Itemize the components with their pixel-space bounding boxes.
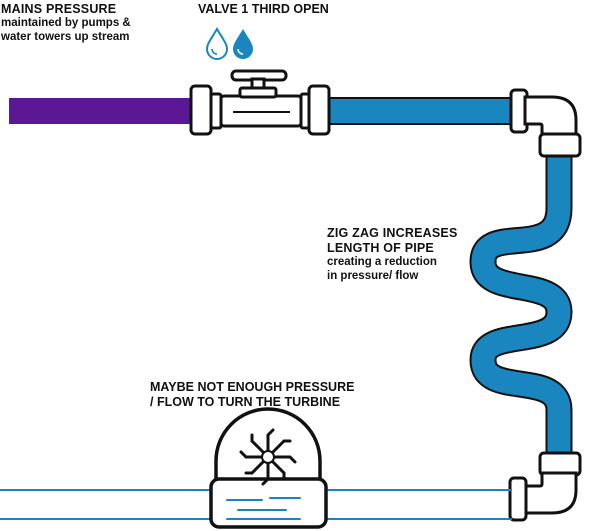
turbine-line2: / FLOW TO TURN THE TURBINE <box>150 395 341 409</box>
zigzag-title2: LENGTH OF PIPE <box>327 241 434 255</box>
zigzag-line1: creating a reduction <box>327 256 437 268</box>
turbine-wheel-icon <box>239 428 297 486</box>
mains-pressure-label: MAINS PRESSURE maintained by pumps & wat… <box>1 2 201 45</box>
outlet-pipe-horizontal <box>321 97 519 125</box>
valve-label: VALVE 1 THIRD OPEN <box>198 2 329 16</box>
zigzag-line2: in pressure/ flow <box>327 269 419 282</box>
mains-title: MAINS PRESSURE <box>1 2 117 16</box>
zigzag-pipe <box>471 152 571 460</box>
valve <box>189 69 331 136</box>
mains-pipe <box>9 98 194 124</box>
mains-line1: maintained by pumps & <box>1 17 131 29</box>
turbine <box>209 407 328 529</box>
top-elbow-fitting <box>509 88 582 158</box>
mains-line2: water towers up stream <box>1 30 130 43</box>
bottom-elbow-fitting <box>508 451 582 522</box>
turbine-line1: MAYBE NOT ENOUGH PRESSURE <box>150 380 355 394</box>
zigzag-title1: ZIG ZAG INCREASES <box>327 226 458 240</box>
turbine-label: MAYBE NOT ENOUGH PRESSURE / FLOW TO TURN… <box>150 380 410 410</box>
zigzag-label: ZIG ZAG INCREASES LENGTH OF PIPE creatin… <box>327 226 497 284</box>
